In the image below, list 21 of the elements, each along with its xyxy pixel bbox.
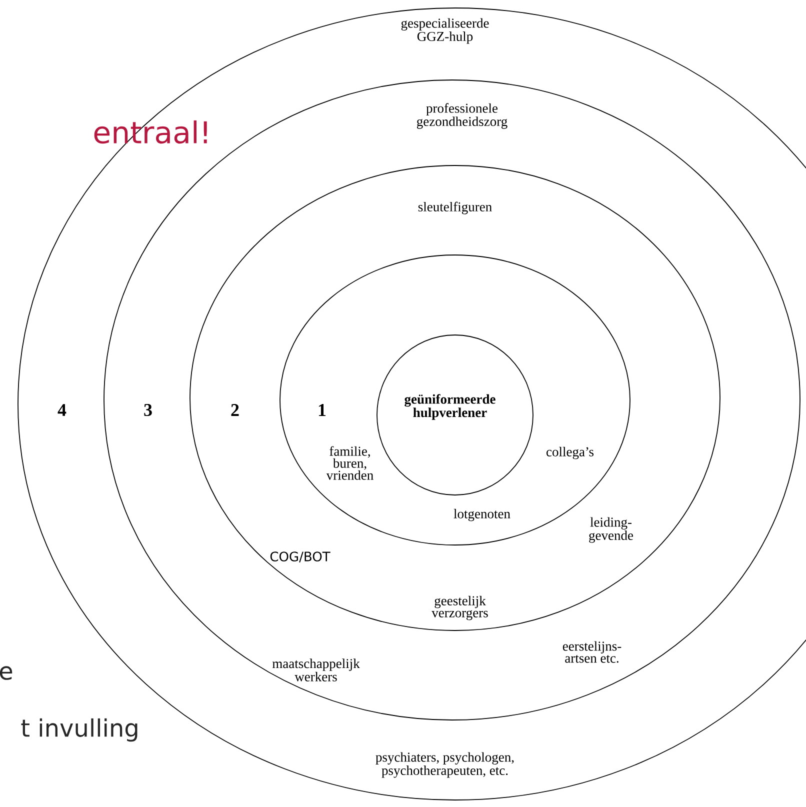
ring-label: lotgenoten [454, 508, 510, 522]
ring-number: 1 [318, 404, 326, 416]
ring-label: familie, buren, vrienden [326, 446, 374, 480]
center-label: geüniformeerde hulpverlener [404, 394, 496, 420]
ring-label: geestelijk verzorgers [432, 596, 488, 620]
ring-number: 4 [58, 404, 66, 416]
ring-number: 2 [231, 404, 239, 416]
ring-circle [190, 165, 720, 631]
slide-text: t invulling [21, 718, 138, 742]
ring-label: collega’s [546, 446, 594, 460]
ring-label: sleutelfiguren [418, 202, 492, 214]
ring-label: eerstelijns-artsen etc. [562, 641, 622, 663]
ring-label: psychiaters, psychologen, psychotherapeuten, etc. [376, 752, 514, 778]
ring-label: maatschappelijk werkers [272, 658, 360, 682]
slide-text: e [0, 666, 12, 680]
ring-label: gespecialiseerde GGZ-hulp [401, 18, 489, 44]
ring-label: COG/BOT [270, 552, 330, 562]
ring-number: 3 [144, 404, 152, 416]
ring-circle [376, 334, 534, 496]
ring-label: leiding-gevende [589, 517, 634, 543]
ring-label: professionele gezondheidszorg [416, 103, 508, 129]
